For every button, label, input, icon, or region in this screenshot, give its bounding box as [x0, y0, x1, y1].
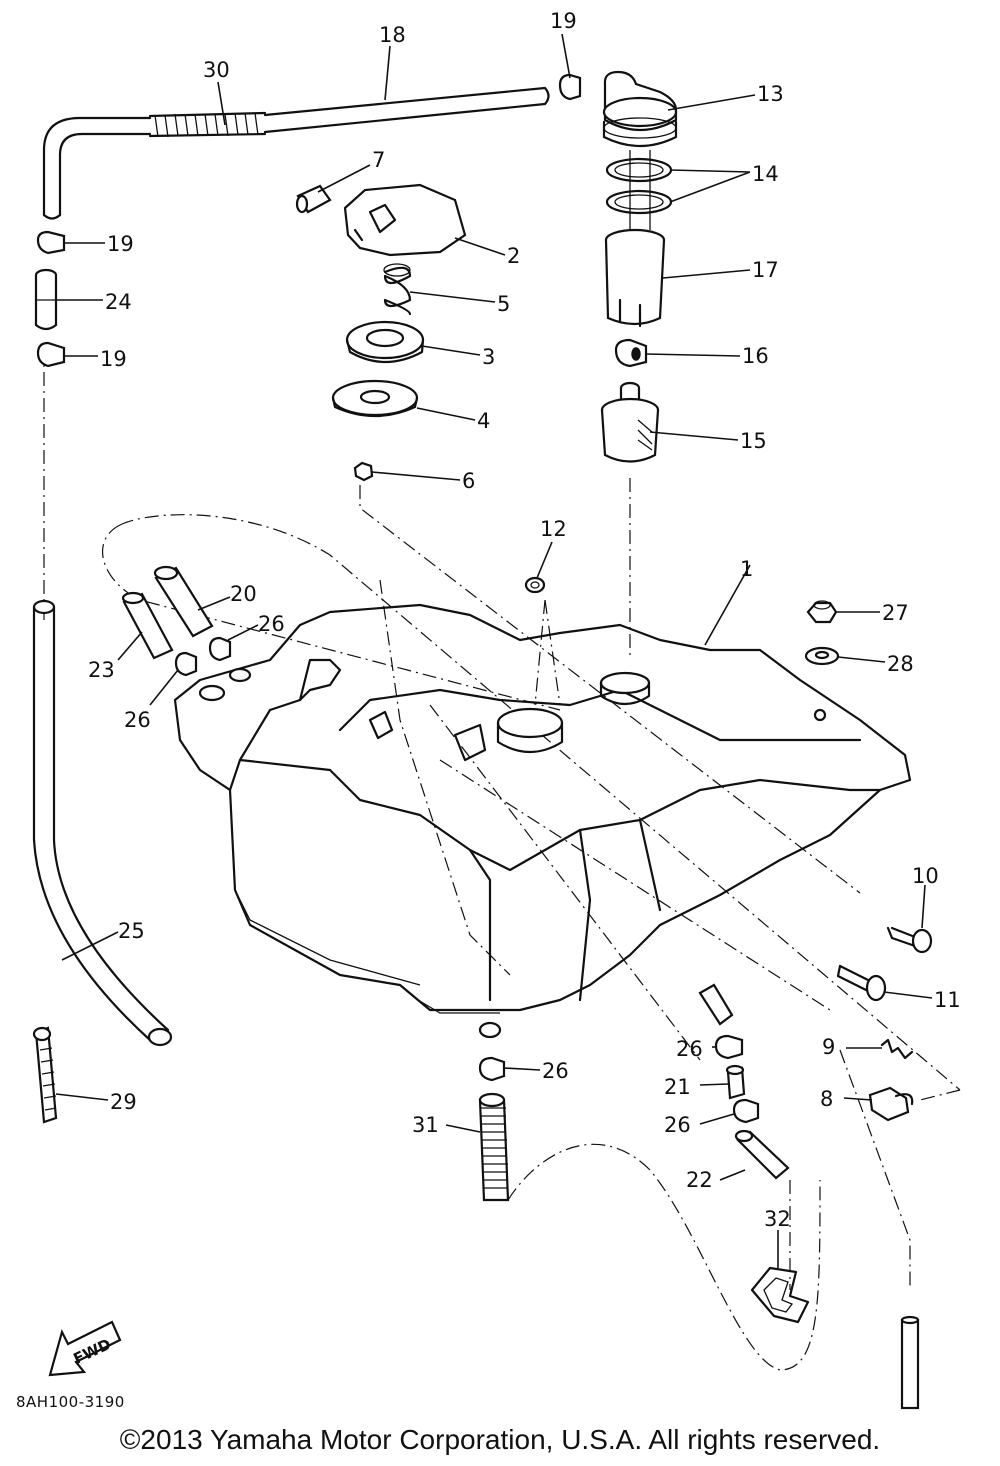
callout-15: 15: [740, 429, 767, 453]
filler-cap: [343, 183, 467, 257]
callout-12: 12: [540, 517, 567, 541]
callout-18: 18: [379, 23, 406, 47]
clamp-26-d: [732, 1098, 760, 1124]
hose-clamp-top: [558, 73, 582, 101]
callout-29: 29: [110, 1090, 137, 1114]
fuel-tank: [173, 603, 912, 1014]
callout-27: 27: [882, 601, 909, 625]
callout-8: 8: [820, 1087, 833, 1111]
bellows-hose-31: [478, 1092, 510, 1202]
callout-26-upper: 26: [258, 612, 285, 636]
callout-26-left: 26: [124, 708, 151, 732]
cap-seat: [345, 320, 425, 363]
callout-26-center: 26: [542, 1059, 569, 1083]
callout-9: 9: [822, 1035, 835, 1059]
callout-14: 14: [752, 162, 779, 186]
hose-20: [153, 565, 214, 638]
left-joint: [34, 268, 58, 331]
callout-1: 1: [740, 557, 753, 581]
pipe-outlet: [698, 983, 734, 1026]
callout-16: 16: [742, 344, 769, 368]
callout-19-upper: 19: [107, 232, 134, 256]
callouts: 30 18 19 13 14 17 16 15 7: [55, 9, 961, 1268]
callout-6: 6: [462, 469, 475, 493]
callout-22: 22: [686, 1168, 713, 1192]
callout-2: 2: [507, 244, 520, 268]
fuel-filter: [600, 381, 660, 463]
callout-21: 21: [664, 1075, 691, 1099]
cap-nut: [353, 461, 374, 482]
cap-gasket: [331, 379, 419, 418]
clip-9: [880, 1038, 914, 1060]
cap-pin: [295, 184, 332, 214]
breather-hose: [42, 86, 550, 220]
callout-24: 24: [105, 290, 132, 314]
washer-28: [804, 646, 840, 666]
clamp-26-b: [174, 651, 198, 677]
gauge-washers: [605, 150, 673, 230]
clamp-26-e: [478, 1056, 506, 1082]
callout-17: 17: [752, 258, 779, 282]
callout-13: 13: [757, 82, 784, 106]
callout-30: 30: [203, 58, 230, 82]
hose-23: [121, 591, 174, 660]
drain-hose: [32, 599, 173, 1047]
tie-strap-29: [32, 1026, 58, 1124]
callout-23: 23: [88, 658, 115, 682]
joint-21: [725, 1064, 746, 1100]
callout-19-lower: 19: [100, 347, 127, 371]
bolt-10: [886, 926, 933, 954]
clamp-26-c: [714, 1034, 744, 1060]
callout-28: 28: [887, 652, 914, 676]
nut-27: [806, 600, 838, 624]
vent-pipe: [900, 1315, 920, 1410]
gauge-body: [604, 228, 666, 328]
diagram-code: 8AH100-3190: [16, 1393, 125, 1411]
fuel-tank-exploded-diagram: FWD 30 18 19 13 14 17 16: [32, 9, 961, 1410]
callout-7: 7: [372, 148, 385, 172]
callout-31: 31: [412, 1113, 439, 1137]
grommet-12: [524, 576, 546, 594]
callout-3: 3: [482, 345, 495, 369]
callout-11: 11: [934, 988, 961, 1012]
callout-5: 5: [497, 292, 510, 316]
fwd-arrow: FWD: [48, 1320, 122, 1377]
callout-26-right-b: 26: [664, 1113, 691, 1137]
left-clamp-upper: [36, 230, 66, 255]
callout-25: 25: [118, 919, 145, 943]
gauge-unit: [602, 70, 678, 147]
pad-8: [868, 1086, 914, 1122]
left-clamp-lower: [36, 341, 66, 368]
bolt-11: [836, 964, 887, 1002]
copyright-notice: ©2013 Yamaha Motor Corporation, U.S.A. A…: [119, 1424, 881, 1455]
callout-32: 32: [764, 1207, 791, 1231]
clip-32: [750, 1266, 810, 1324]
outlet-nipple: [478, 1021, 502, 1039]
callout-19-top: 19: [550, 9, 577, 33]
cap-spring: [383, 263, 412, 316]
callout-10: 10: [912, 864, 939, 888]
assembly-lines: [43, 352, 961, 1371]
gauge-clamp: [614, 338, 648, 368]
callout-4: 4: [477, 409, 490, 433]
callout-20: 20: [230, 582, 257, 606]
clamp-26-a: [208, 636, 232, 662]
callout-26-right-a: 26: [676, 1037, 703, 1061]
hose-22: [734, 1129, 790, 1180]
